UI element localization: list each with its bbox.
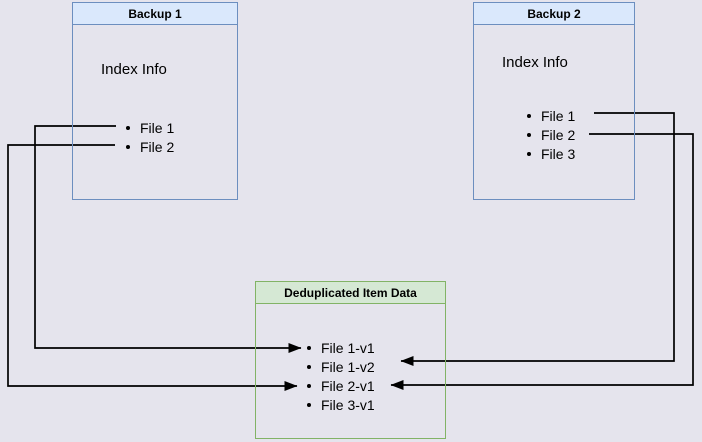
- bullet-icon: [126, 144, 130, 149]
- file-list-item: File 1: [527, 106, 575, 125]
- backup1-file-list: File 1 File 2: [126, 118, 174, 156]
- bullet-icon: [307, 402, 311, 407]
- bullet-icon: [307, 383, 311, 388]
- file-list-item: File 1-v2: [307, 357, 375, 376]
- file-list-item: File 2: [126, 137, 174, 156]
- file-list-item: File 3: [527, 144, 575, 163]
- file-label: File 2: [140, 138, 175, 155]
- dedup-file-list: File 1-v1 File 1-v2 File 2-v1 File 3-v1: [307, 338, 375, 414]
- file-list-item: File 1: [126, 118, 174, 137]
- bullet-icon: [126, 125, 130, 130]
- bullet-icon: [527, 151, 531, 156]
- file-label: File 1: [541, 107, 576, 124]
- file-label: File 1-v2: [321, 358, 375, 375]
- backup1-header: Backup 1: [73, 3, 237, 25]
- file-list-item: File 1-v1: [307, 338, 375, 357]
- dedup-header: Deduplicated Item Data: [256, 282, 445, 304]
- backup1-title: Backup 1: [128, 6, 182, 21]
- backup1-box: Backup 1 Index Info File 1 File 2: [72, 2, 238, 200]
- backup2-file-list: File 1 File 2 File 3: [527, 106, 575, 163]
- dedup-title: Deduplicated Item Data: [284, 285, 417, 300]
- backup2-title: Backup 2: [527, 6, 581, 21]
- file-label: File 3-v1: [321, 396, 375, 413]
- file-label: File 2-v1: [321, 377, 375, 394]
- file-list-item: File 2-v1: [307, 376, 375, 395]
- deduplicated-item-data-box: Deduplicated Item Data File 1-v1 File 1-…: [255, 281, 446, 439]
- backup2-index-info-label: Index Info: [502, 54, 568, 71]
- backup2-header: Backup 2: [474, 3, 634, 25]
- bullet-icon: [527, 132, 531, 137]
- file-label: File 3: [541, 145, 576, 162]
- bullet-icon: [527, 113, 531, 118]
- bullet-icon: [307, 345, 311, 350]
- bullet-icon: [307, 364, 311, 369]
- file-list-item: File 2: [527, 125, 575, 144]
- backup2-box: Backup 2 Index Info File 1 File 2 File 3: [473, 2, 635, 200]
- backup1-index-info-label: Index Info: [101, 61, 167, 78]
- file-label: File 2: [541, 126, 576, 143]
- file-label: File 1: [140, 119, 175, 136]
- file-label: File 1-v1: [321, 339, 375, 356]
- file-list-item: File 3-v1: [307, 395, 375, 414]
